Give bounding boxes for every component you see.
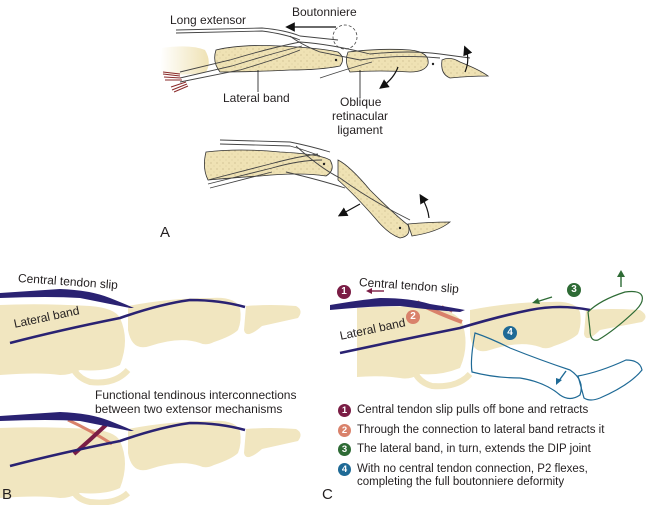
metacarpal-bone [160, 46, 209, 75]
boutonniere-dashed-circle [332, 24, 358, 50]
panel-a-flexed-finger [204, 139, 452, 239]
middle-phalanx-b [128, 297, 241, 348]
middle-phalanx [346, 48, 429, 73]
distal-flexed-outline [577, 359, 643, 401]
dip-extension-arrow [463, 45, 473, 73]
middle-phalanx-c [470, 301, 581, 352]
p2-flexed-outline [470, 332, 582, 400]
lateral-band-b2 [9, 421, 246, 468]
panel-b-interconnection-finger [0, 412, 301, 505]
label-lateral-band-a: Lateral band [223, 91, 290, 105]
panel-c-deformity [330, 270, 646, 401]
central-tendon-b2 [0, 412, 134, 431]
pip-joint-arc-c [408, 351, 473, 390]
legend-badge-1: 1 [338, 404, 351, 417]
legend-text-3: The lateral band, in turn, extends the D… [357, 443, 591, 455]
interconnection-dark [72, 423, 108, 456]
pip-joint-arc-b2 [66, 470, 131, 505]
central-tendon-b [0, 289, 134, 308]
legend: 1 Central tendon slip pulls off bone and… [338, 404, 604, 496]
panel-b-letter: B [2, 486, 13, 503]
label-oblique: Oblique [340, 95, 382, 109]
panel-a-extended-finger [160, 22, 490, 98]
legend-text-1: Central tendon slip pulls off bone and r… [357, 404, 589, 416]
proximal-phalanx-b2 [0, 427, 125, 498]
label-boutonniere: Boutonniere [292, 5, 357, 19]
legend-badge-3: 3 [338, 443, 351, 456]
legend-item-4: 4 With no central tendon connection, P2 … [338, 462, 604, 490]
legend-badge-2: 2 [338, 423, 351, 437]
panel-b-normal-finger [0, 289, 301, 386]
panel-a-letter: A [160, 224, 171, 241]
muscle-fibers [162, 71, 189, 93]
central-tendon-c [330, 298, 465, 312]
label-ligament: ligament [337, 123, 383, 137]
legend-item-3: 3 The lateral band, in turn, extends the… [338, 443, 604, 457]
pip-joint-arc-b [66, 347, 131, 386]
dip-hyperextension-arrow [419, 193, 430, 219]
panel-c-letter: C [322, 486, 333, 503]
pip-flexion-arrow [379, 66, 399, 89]
distal-phalanx-b2 [244, 428, 301, 458]
lateral-band-c [339, 305, 591, 355]
distal-phalanx [441, 58, 490, 79]
extensor-tendons [175, 27, 471, 83]
step1-badge: 1 [337, 285, 351, 299]
label-interconnections-1: Functional tendinous interconnections [95, 388, 297, 402]
label-interconnections-2: between two extensor mechanisms [95, 402, 283, 416]
legend-text-4a: With no central tendon connection, P2 fl… [357, 462, 588, 475]
proximal-phalanx-c [357, 306, 466, 379]
dip-extended-outline [587, 290, 643, 341]
step3-badge: 3 [567, 283, 581, 297]
legend-text-2: Through the connection to lateral band r… [357, 423, 605, 436]
pip-flexion-arrow-2 [337, 203, 361, 217]
legend-item-1: 1 Central tendon slip pulls off bone and… [338, 404, 604, 418]
label-retinacular: retinacular [331, 109, 389, 123]
proximal-phalanx-b [0, 304, 125, 375]
middle-phalanx-b2 [128, 420, 241, 471]
interconnection-light [67, 418, 113, 446]
distal-phalanx-flexed [407, 221, 452, 237]
distal-phalanx-b [244, 305, 301, 335]
step4-badge: 4 [503, 326, 517, 340]
middle-phalanx-flexed [337, 159, 410, 239]
legend-text-4b: completing the full boutonniere deformit… [357, 476, 565, 488]
label-long-extensor: Long extensor [170, 13, 247, 27]
distal-phalanx-c [584, 309, 646, 339]
legend-badge-4: 4 [338, 462, 351, 476]
step2-badge: 2 [406, 310, 420, 324]
lateral-band-b [9, 298, 246, 345]
legend-item-2: 2 Through the connection to lateral band… [338, 423, 605, 438]
